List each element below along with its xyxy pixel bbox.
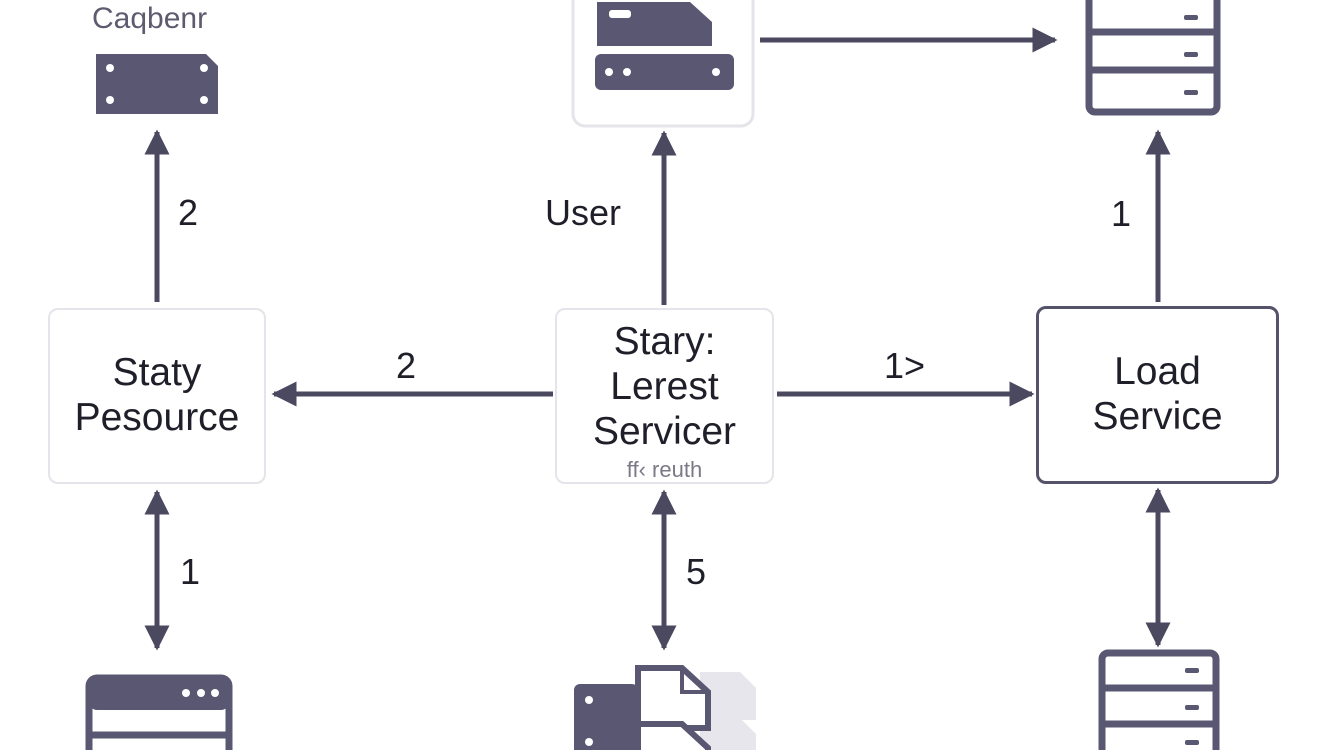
server-rack-icon bbox=[85, 674, 233, 750]
node-load-service[interactable]: Load Service bbox=[1036, 306, 1279, 484]
node-title-line1: Staty bbox=[112, 351, 202, 395]
node-title-line2: Service bbox=[1092, 395, 1223, 438]
server-rack-icon bbox=[1085, 0, 1221, 116]
edge-label-center-down: 5 bbox=[686, 551, 707, 592]
server-rack-icon bbox=[1098, 649, 1220, 750]
diagram-caption: Caqbenr bbox=[92, 2, 208, 35]
folder-stack-icon bbox=[574, 665, 756, 750]
edge-label-right-up: 1 bbox=[1111, 193, 1132, 234]
node-stary-lerest-servicer[interactable]: Stary: Lerest Servicer ff‹ reuth bbox=[555, 308, 774, 484]
edge-label-center-up: User bbox=[545, 192, 622, 233]
node-title-line2: Lerest bbox=[610, 364, 719, 408]
node-staty-pesource[interactable]: Staty Pesource bbox=[48, 308, 266, 484]
edge-label-center-left: 2 bbox=[396, 345, 417, 386]
node-title-line3: Servicer bbox=[592, 409, 737, 453]
node-title-line1: Load bbox=[1114, 350, 1201, 394]
node-title-line1: Stary: bbox=[613, 320, 716, 363]
edge-label-left-down: 1 bbox=[180, 551, 201, 592]
edge-label-center-right: 1˃ bbox=[884, 345, 926, 386]
server-card-icon bbox=[96, 54, 218, 114]
server-folder-icon bbox=[595, 2, 734, 90]
node-title-line2: Pesource bbox=[74, 396, 240, 439]
node-subtitle: ff‹ reuth bbox=[626, 456, 703, 482]
edge-label-left-up: 2 bbox=[178, 192, 199, 233]
